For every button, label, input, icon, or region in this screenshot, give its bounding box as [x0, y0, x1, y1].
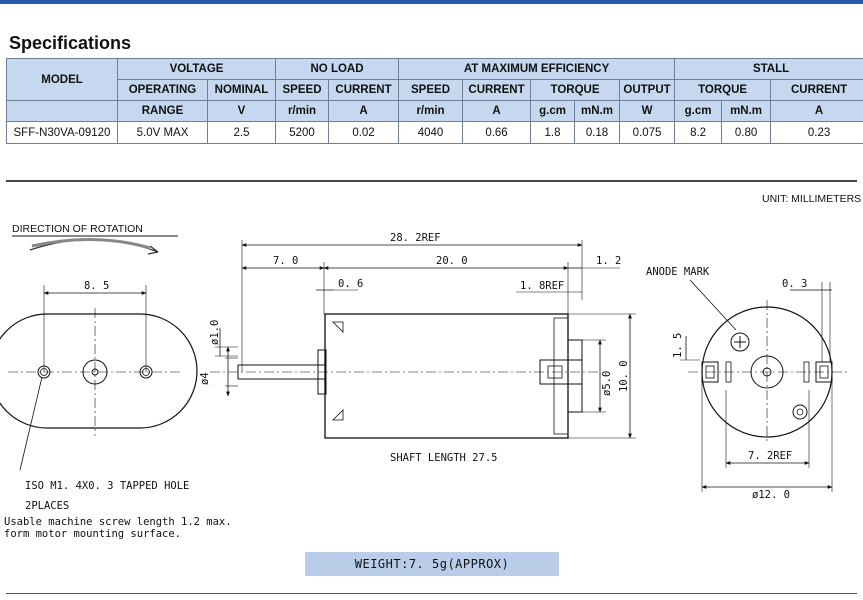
- dim-0-3: 0. 3: [782, 278, 807, 290]
- rotation-label: DIRECTION OF ROTATION: [12, 223, 143, 235]
- header-st-current: CURRENT: [770, 79, 863, 101]
- shaft-hole: [762, 367, 772, 377]
- unit-me-w: W: [619, 100, 676, 122]
- unit-st-gcm: g.cm: [674, 100, 723, 122]
- cell-me-torque-gcm: 1.8: [530, 121, 576, 144]
- terminal-right-clip: [803, 361, 810, 383]
- anode-label: ANODE MARK: [646, 266, 710, 278]
- unit-me-mnm: mN.m: [574, 100, 621, 122]
- note-line-2: form motor mounting surface.: [4, 528, 181, 540]
- header-me-output: OUTPUT: [619, 79, 676, 101]
- cell-st-torque-mnm: 0.80: [721, 121, 772, 144]
- dim-phi5: ø5.0: [601, 371, 613, 396]
- unit-label: UNIT: MILLIMETERS: [762, 193, 861, 205]
- dim-7-0: 7. 0: [273, 255, 298, 267]
- cell-nl-current: 0.02: [328, 121, 400, 144]
- shaft-hole: [91, 368, 99, 376]
- terminal-right: [815, 361, 833, 383]
- dim-7-2: 7. 2REF: [748, 450, 792, 462]
- iso-label: ISO M1. 4X0. 3 TAPPED HOLE: [25, 480, 189, 492]
- terminal-right-inner: [819, 365, 829, 379]
- header-range: RANGE: [117, 100, 208, 122]
- dim-28-2: 28. 2REF: [390, 232, 441, 244]
- cell-me-current: 0.66: [462, 121, 532, 144]
- tapped-hole: [37, 365, 51, 379]
- unit-nl-rmin: r/min: [275, 100, 330, 122]
- dim-phi1: ø1.0: [209, 320, 221, 345]
- cell-me-torque-mnm: 0.18: [574, 121, 621, 144]
- cell-operating-range: 5.0V MAX: [117, 121, 208, 144]
- dim-20-0: 20. 0: [436, 255, 468, 267]
- dim-0-6: 0. 6: [338, 278, 363, 290]
- rear-boss: [567, 339, 583, 413]
- dim-10: 10. 0: [618, 360, 630, 392]
- dim-phi4: ø4: [199, 372, 211, 385]
- header-me-torque: TORQUE: [530, 79, 621, 101]
- rotation-arrow-shade: [31, 237, 151, 250]
- rear-hole: [792, 404, 808, 420]
- end-cap-outline: [0, 313, 198, 429]
- tapped-hole-inner: [142, 368, 150, 376]
- motor-body: [324, 313, 569, 439]
- dim-1-5: 1. 5: [672, 333, 684, 358]
- shaft-length: SHAFT LENGTH 27.5: [390, 452, 497, 464]
- terminal-left: [701, 361, 719, 383]
- dim-1-2: 1. 2: [596, 255, 621, 267]
- cell-nl-speed: 5200: [275, 121, 330, 144]
- anode-mark-icon: [730, 332, 750, 352]
- body-notch: [332, 409, 344, 421]
- cell-st-torque-gcm: 8.2: [674, 121, 723, 144]
- cell-nominal: 2.5: [206, 121, 277, 144]
- header-nl-speed: SPEED: [275, 79, 330, 101]
- cell-me-output: 0.075: [619, 121, 676, 144]
- header-no-load: NO LOAD: [275, 58, 400, 80]
- table-row: SFF-N30VA-09120 5.0V MAX 2.5 5200 0.02 4…: [6, 121, 863, 144]
- weight-banner: WEIGHT:7. 5g(APPROX): [305, 552, 559, 576]
- unit-me-a: A: [462, 100, 532, 122]
- header-model: MODEL: [6, 58, 118, 101]
- bearing-ring: [82, 359, 108, 385]
- cell-model: SFF-N30VA-09120: [6, 121, 118, 144]
- unit-st-mnm: mN.m: [721, 100, 772, 122]
- top-accent-line: [0, 0, 863, 4]
- end-cap: [553, 317, 569, 435]
- dim-8-5: 8. 5: [84, 280, 109, 292]
- section-divider: [6, 180, 857, 182]
- plus-icon: [734, 336, 746, 348]
- page-title: Specifications: [9, 33, 132, 53]
- note-line-1: Usable machine screw length 1.2 max.: [4, 516, 232, 528]
- terminal-left-clip: [725, 361, 732, 383]
- unit-me-gcm: g.cm: [530, 100, 576, 122]
- header-operating: OPERATING: [117, 79, 208, 101]
- cell-me-speed: 4040: [398, 121, 464, 144]
- header-nl-current: CURRENT: [328, 79, 400, 101]
- dim-phi12: ø12. 0: [752, 489, 790, 501]
- bottom-divider: [6, 593, 857, 594]
- header-stall: STALL: [674, 58, 863, 80]
- header-st-torque: TORQUE: [674, 79, 772, 101]
- cell-st-current: 0.23: [770, 121, 863, 144]
- terminal-left-inner: [705, 365, 715, 379]
- tapped-hole: [139, 365, 153, 379]
- tapped-hole-inner: [40, 368, 48, 376]
- specifications-table: MODEL VOLTAGE NO LOAD AT MAXIMUM EFFICIE…: [6, 58, 863, 144]
- unit-me-rmin: r/min: [398, 100, 464, 122]
- leader-line: [689, 279, 737, 331]
- leader-line: [19, 376, 43, 471]
- rear-hole-inner: [796, 408, 804, 416]
- center-boss: [750, 355, 784, 389]
- body-notch: [332, 321, 344, 333]
- places-label: 2PLACES: [25, 500, 69, 512]
- dim-1-8: 1. 8REF: [520, 280, 564, 292]
